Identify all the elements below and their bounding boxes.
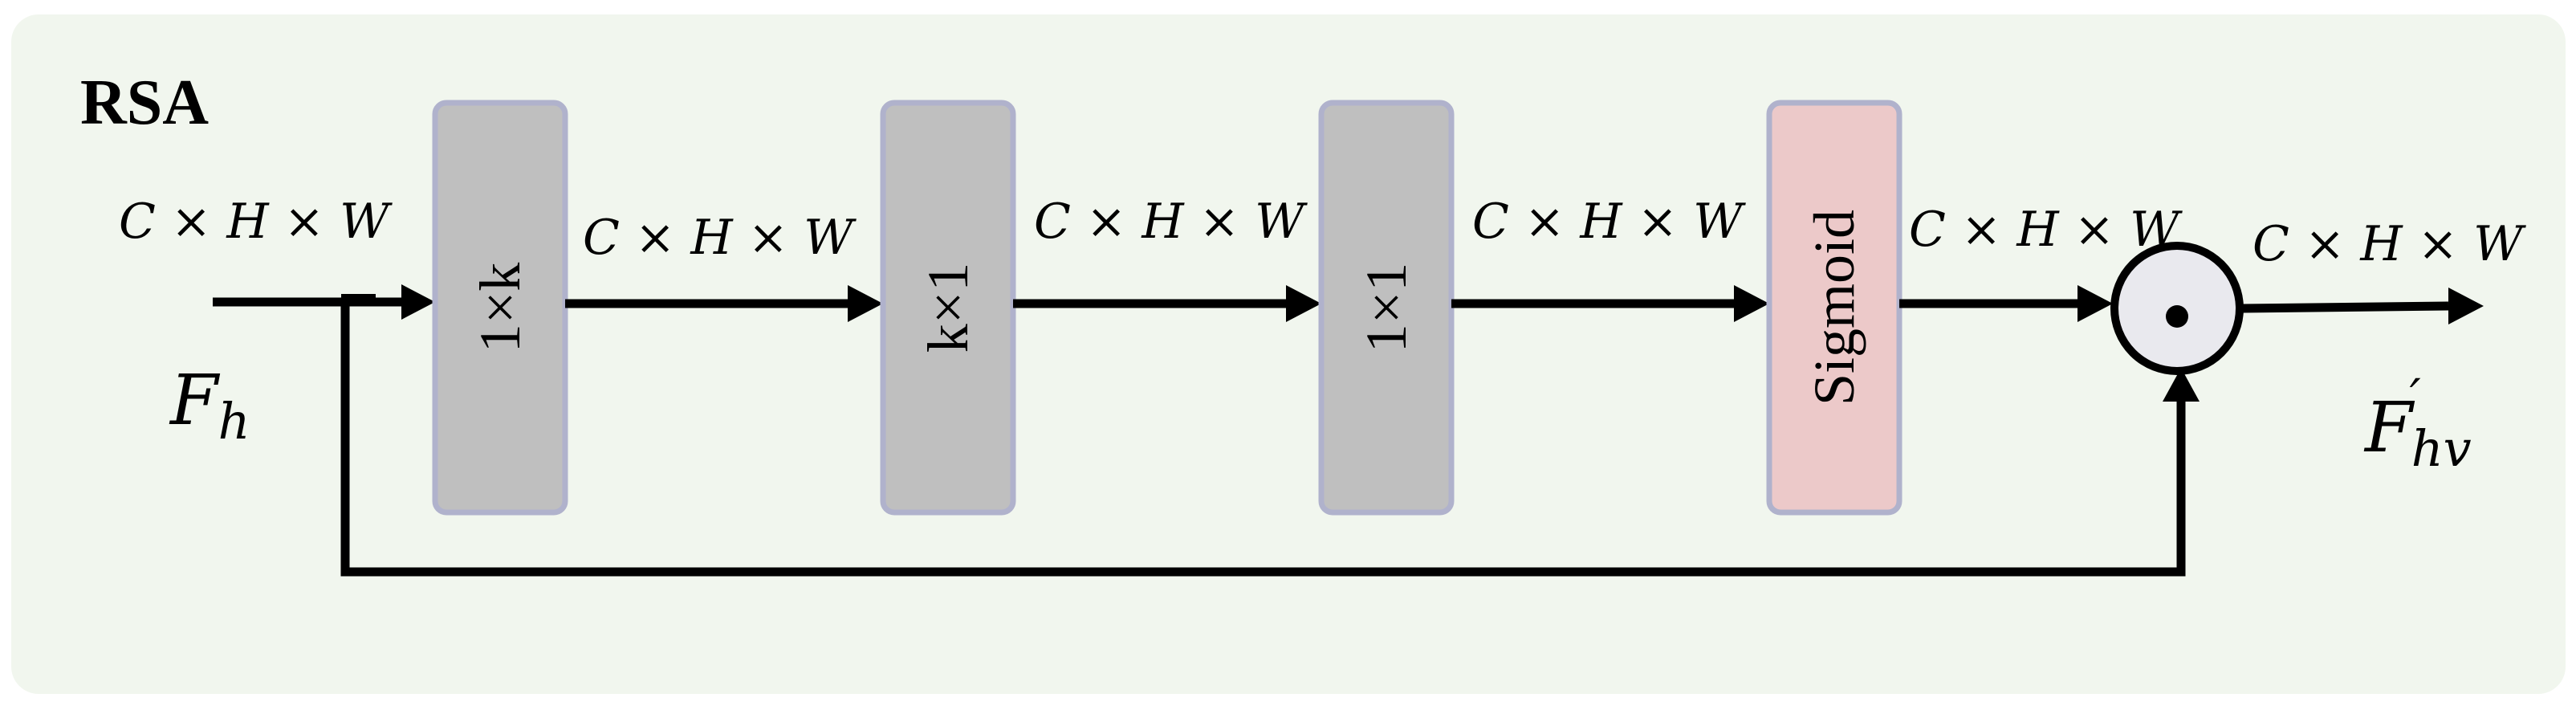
arrow-into-block-1: [401, 284, 435, 320]
dim-label-output: C × H × W: [2252, 216, 2526, 272]
skip-connection-arrowhead: [2163, 368, 2200, 402]
hadamard-product-dot-icon: [2166, 305, 2188, 328]
input-variable: Fh: [169, 361, 250, 451]
dim-label-after-1x1: C × H × W: [1472, 194, 1746, 250]
arrow-1-2-head: [848, 285, 883, 322]
conv-block-1x1-label: 1×1: [1354, 263, 1418, 353]
dim-label-input: C × H × W: [119, 194, 393, 250]
output-arrowhead: [2448, 288, 2484, 324]
dim-label-after-kx1: C × H × W: [1034, 194, 1308, 250]
output-line: [2239, 301, 2449, 313]
diagram-title: RSA: [80, 67, 209, 138]
arrow-4-op-head: [2077, 285, 2113, 322]
skip-connection-line: [340, 300, 2186, 577]
dim-label-after-sigmoid: C × H × W: [1909, 202, 2183, 258]
arrow-3-4-head: [1734, 285, 1769, 322]
conv-block-kx1-label: k×1: [916, 263, 980, 353]
diagram-panel: [11, 14, 2566, 694]
conv-block-1xk-label: 1×k: [468, 263, 532, 353]
sigmoid-block-label: Sigmoid: [1802, 210, 1866, 406]
dim-label-after-1xk: C × H × W: [583, 210, 857, 266]
output-variable: F′hv: [2363, 368, 2472, 478]
arrow-2-3-head: [1286, 285, 1321, 322]
